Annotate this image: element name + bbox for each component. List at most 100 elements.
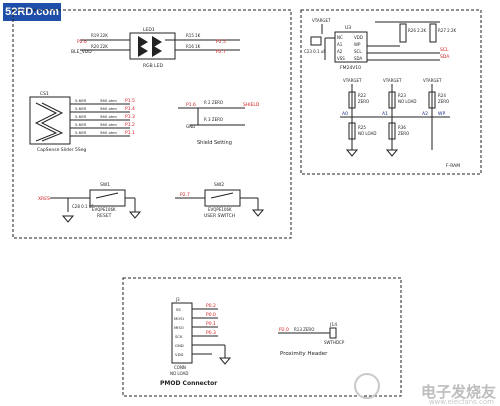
eeprom-pin-l0: NC: [337, 35, 343, 40]
capsense-res-2: 5.60R: [75, 114, 86, 119]
capsense-seg-0: 560 ohm: [100, 98, 117, 103]
pmod-net-1: P0.0: [206, 312, 216, 318]
shield-gnd: GND: [186, 124, 195, 129]
prox-res: R13 ZERO: [294, 327, 314, 332]
pmod-pin-1: MOSI: [174, 316, 184, 321]
pmod-pin-0: SS: [176, 307, 181, 312]
prox-net: P2.0: [279, 327, 289, 333]
eeprom-res-4-name: R36: [398, 125, 406, 130]
led-right-net-0: P2.5: [216, 39, 226, 45]
led-right-label-1: R16 1K: [186, 44, 201, 49]
user-switch-net: P2.7: [180, 192, 190, 198]
capsense-res-3: 5.60R: [75, 122, 86, 127]
eeprom-net-a2: A2: [422, 111, 428, 117]
capsense-res-0: 5.60R: [75, 98, 86, 103]
pmod-frame: [122, 277, 402, 397]
user-switch-ref: SW2: [214, 182, 224, 188]
reset-cap: C28 0.1 uF: [72, 204, 94, 209]
pmod-load: NO LOAD: [170, 371, 188, 376]
reset-net-in: XRES: [38, 196, 50, 202]
eeprom-chip: U3: [345, 25, 351, 31]
shield-r1: R 2 ZERO: [204, 100, 223, 105]
capsense-res-4: 5.60R: [75, 130, 86, 135]
eeprom-pin-r3: SDA: [354, 56, 363, 61]
pmod-net-3: P0.3: [206, 330, 216, 336]
capsense-net-2: P1.3: [125, 114, 135, 120]
shield-net: P1.6: [186, 102, 196, 108]
capsense-slider: CS1 CapSense Slider 5Seg 5.60R 5.60R 5.6…: [29, 91, 135, 153]
prox-caption: Proximity Header: [280, 351, 328, 357]
shield-setting: P1.6 R 2 ZERO R 3 ZERO SHIELD GND Shield…: [178, 100, 260, 146]
shield-r2: R 3 ZERO: [204, 117, 223, 122]
capsense-ref: CS1: [40, 91, 49, 97]
pmod-connector: J3 SS MOSI MISO SCK GND VDD P0.2 P0.0 P0…: [160, 297, 232, 387]
pmod-pin-4: GND: [175, 343, 184, 348]
eeprom-res-3-val: NO LOAD: [358, 131, 376, 136]
capsense-seg-3: 560 ohm: [100, 122, 117, 127]
reset-switch-block: XRES C28 0.1 uF SW1 EVQPE106K RESET: [38, 182, 142, 223]
capsense-seg-2: 560 ohm: [100, 114, 117, 119]
eeprom-rtop-0: R26 2.2K: [408, 28, 427, 33]
led-left-net-0: P2.6: [77, 39, 87, 45]
reset-part: EVQPE106K: [92, 207, 116, 212]
pmod-net-0: P0.2: [206, 303, 216, 309]
user-switch-caption: USER SWITCH: [204, 213, 235, 219]
eeprom-res-0-val: ZERO: [358, 99, 369, 104]
prox-ref: J14: [329, 322, 337, 328]
user-switch-block: P2.7 SW2 EVQPE106K USER SWITCH: [175, 182, 265, 219]
capsense-net-4: P1.1: [125, 130, 135, 136]
eeprom-pin-l1: A1: [337, 42, 343, 47]
eeprom-part: FM24V10: [340, 65, 361, 71]
capsense-net-0: P1.5: [125, 98, 135, 104]
led-left-net-1: BLE_VDD: [71, 49, 92, 55]
eeprom-net-wp: WP: [438, 111, 445, 117]
pmod-ref: J3: [175, 297, 180, 302]
shield-caption: Shield Setting: [197, 140, 232, 146]
pmod-part: CONN: [174, 365, 186, 370]
eeprom-res-4-val: ZERO: [398, 131, 409, 136]
eeprom-frame: [300, 9, 482, 175]
brand-url: www.elecfans.com: [428, 398, 494, 406]
led-right-label-0: R15 1K: [186, 33, 201, 38]
eeprom-cap: C23 0.1 uF: [304, 49, 326, 54]
rgb-led-block: LED1 RGB LED R19 22K R20 22K R15 1K R16 …: [71, 27, 240, 69]
site-watermark: 52RD.com: [3, 3, 61, 21]
eeprom-net-a0: A0: [342, 111, 348, 117]
led-right-net-1: P2.7: [216, 49, 226, 55]
eeprom-scl: SCL: [440, 47, 449, 53]
eeprom-res-3-name: R25: [358, 125, 366, 130]
reset-caption: RESET: [97, 213, 112, 219]
capsense-seg-1: 560 ohm: [100, 106, 117, 111]
eeprom-pin-r1: WP: [354, 42, 361, 47]
eeprom-vlabel-2: VTARGET: [423, 78, 442, 83]
eeprom-res-0-name: R22: [358, 93, 366, 98]
capsense-res-1: 5.60R: [75, 106, 86, 111]
eeprom-res-1-name: R23: [398, 93, 406, 98]
eeprom-vlabel-0: VTARGET: [343, 78, 362, 83]
eeprom-pin-l2: A2: [337, 49, 343, 54]
proximity-header: P2.0 R13 ZERO J14 SWTHDCP Proximity Head…: [278, 322, 345, 357]
capsense-net-3: P1.2: [125, 122, 135, 128]
eeprom-res-2-name: R24: [438, 93, 446, 98]
brand-watermark: 电子发烧友: [420, 383, 496, 401]
eeprom-pin-r2: SCL: [354, 49, 362, 54]
eeprom-res-2-val: ZERO: [438, 99, 449, 104]
eeprom-block: U3 FM24V10 NC A1 A2 VSS VDD WP SCL SDA C…: [304, 18, 460, 169]
capsense-net-1: P1.4: [125, 106, 135, 112]
eeprom-vtop: VTARGET: [312, 18, 331, 23]
eeprom-net-a1: A1: [382, 111, 388, 117]
led-left-label-0: R19 22K: [91, 33, 108, 38]
reset-switch: SW1: [100, 182, 110, 188]
main-sheet-frame: [12, 9, 292, 239]
eeprom-pin-r0: VDD: [354, 35, 363, 40]
user-switch-part: EVQPE106K: [208, 207, 232, 212]
eeprom-rtop-1: R27 2.2K: [438, 28, 457, 33]
eeprom-pin-l3: VSS: [337, 56, 345, 61]
pmod-pin-3: SCK: [175, 334, 183, 339]
led-left-label-1: R20 22K: [91, 44, 108, 49]
pmod-pin-5: VDD: [175, 352, 184, 357]
shield-label-net: SHIELD: [243, 102, 260, 108]
eeprom-vlabel-1: VTARGET: [383, 78, 402, 83]
eeprom-footer: F-RAM: [446, 163, 460, 169]
